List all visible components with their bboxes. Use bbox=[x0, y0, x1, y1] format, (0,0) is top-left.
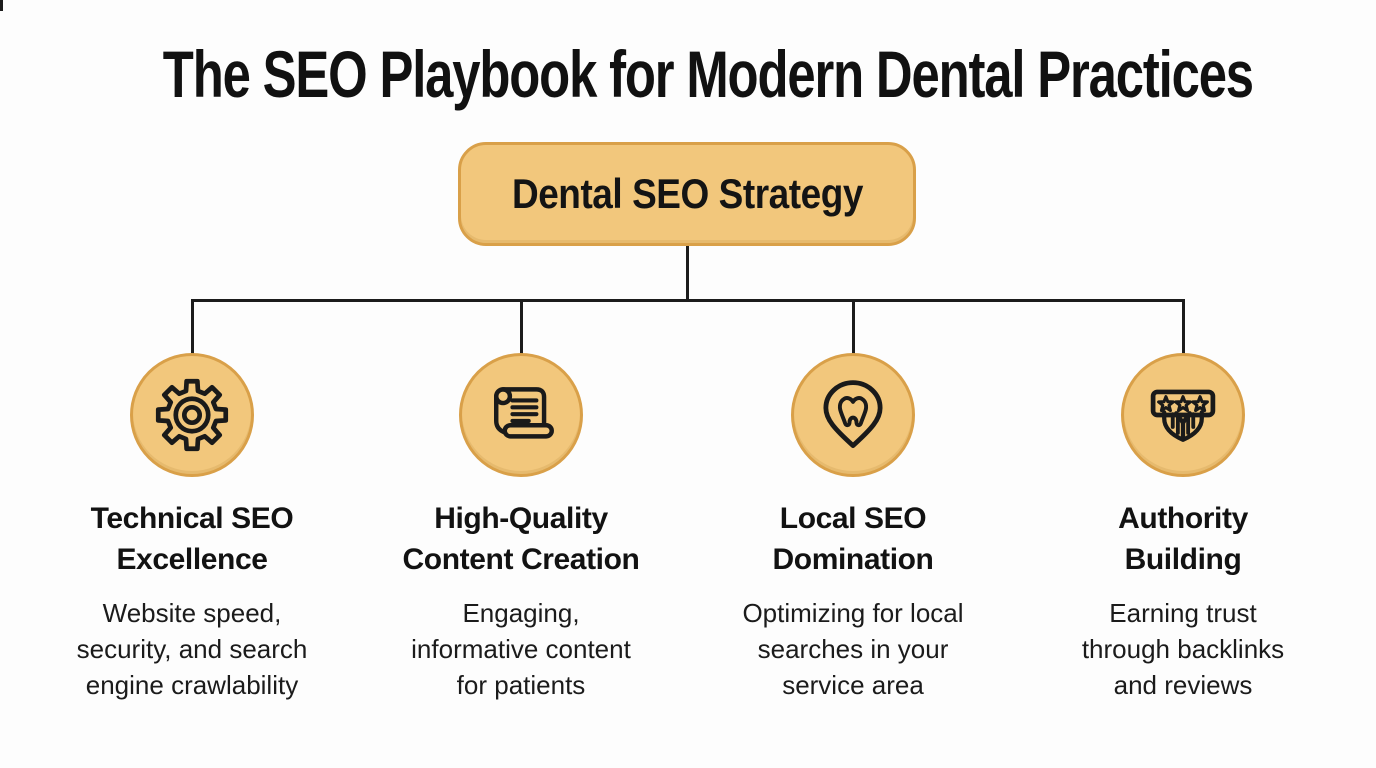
branch-description: Engaging, informative content for patien… bbox=[351, 595, 691, 703]
branch-local-seo: Local SEO Domination Optimizing for loca… bbox=[683, 498, 1023, 703]
branch-heading: Technical SEO Excellence bbox=[22, 498, 362, 580]
node-circle-content-creation bbox=[459, 353, 583, 477]
root-node: Dental SEO Strategy bbox=[458, 142, 916, 246]
description-line: security, and search bbox=[76, 634, 308, 664]
connector-drop-authority-building bbox=[1181, 301, 1185, 354]
badge-stars-icon bbox=[1142, 374, 1224, 456]
heading-line: Authority bbox=[1118, 502, 1248, 535]
connector-drop-content-creation bbox=[519, 301, 523, 354]
branch-content-creation: High-Quality Content Creation Engaging, … bbox=[351, 498, 691, 703]
edge-artifact bbox=[0, 0, 3, 11]
description-line: Engaging, bbox=[462, 598, 580, 628]
description-line: Earning trust bbox=[1109, 598, 1257, 628]
heading-line: Excellence bbox=[116, 543, 268, 576]
heading-line: Content Creation bbox=[402, 543, 640, 576]
description-line: for patients bbox=[456, 670, 586, 700]
connector-horizontal bbox=[190, 299, 1185, 302]
branch-technical-seo: Technical SEO Excellence Website speed, … bbox=[22, 498, 362, 703]
description-line: Website speed, bbox=[102, 598, 282, 628]
branch-description: Website speed, security, and search engi… bbox=[22, 595, 362, 703]
gear-icon bbox=[151, 374, 233, 456]
description-line: informative content bbox=[411, 634, 631, 664]
heading-line: Building bbox=[1124, 543, 1242, 576]
node-circle-technical-seo bbox=[130, 353, 254, 477]
page-title-text: The SEO Playbook for Modern Dental Pract… bbox=[162, 37, 1254, 111]
page-title: The SEO Playbook for Modern Dental Pract… bbox=[0, 36, 1376, 112]
branch-description: Earning trust through backlinks and revi… bbox=[1013, 595, 1353, 703]
tooth-location-pin-icon bbox=[811, 373, 895, 457]
heading-line: Domination bbox=[772, 543, 934, 576]
description-line: Optimizing for local bbox=[742, 598, 964, 628]
heading-line: High-Quality bbox=[434, 502, 608, 535]
description-line: through backlinks bbox=[1081, 634, 1285, 664]
branch-heading: Authority Building bbox=[1013, 498, 1353, 580]
branch-description: Optimizing for local searches in your se… bbox=[683, 595, 1023, 703]
description-line: service area bbox=[782, 670, 924, 700]
connector-drop-local-seo bbox=[851, 301, 855, 354]
branch-heading: High-Quality Content Creation bbox=[351, 498, 691, 580]
node-circle-local-seo bbox=[791, 353, 915, 477]
branch-authority-building: Authority Building Earning trust through… bbox=[1013, 498, 1353, 703]
branch-heading: Local SEO Domination bbox=[683, 498, 1023, 580]
description-line: engine crawlability bbox=[85, 670, 299, 700]
heading-line: Technical SEO bbox=[90, 502, 294, 535]
root-node-label: Dental SEO Strategy bbox=[511, 170, 863, 217]
description-line: and reviews bbox=[1113, 670, 1253, 700]
heading-line: Local SEO bbox=[779, 502, 927, 535]
connector-trunk bbox=[685, 246, 689, 300]
scroll-icon bbox=[480, 374, 562, 456]
description-line: searches in your bbox=[757, 634, 949, 664]
node-circle-authority-building bbox=[1121, 353, 1245, 477]
connector-drop-technical-seo bbox=[190, 301, 194, 354]
